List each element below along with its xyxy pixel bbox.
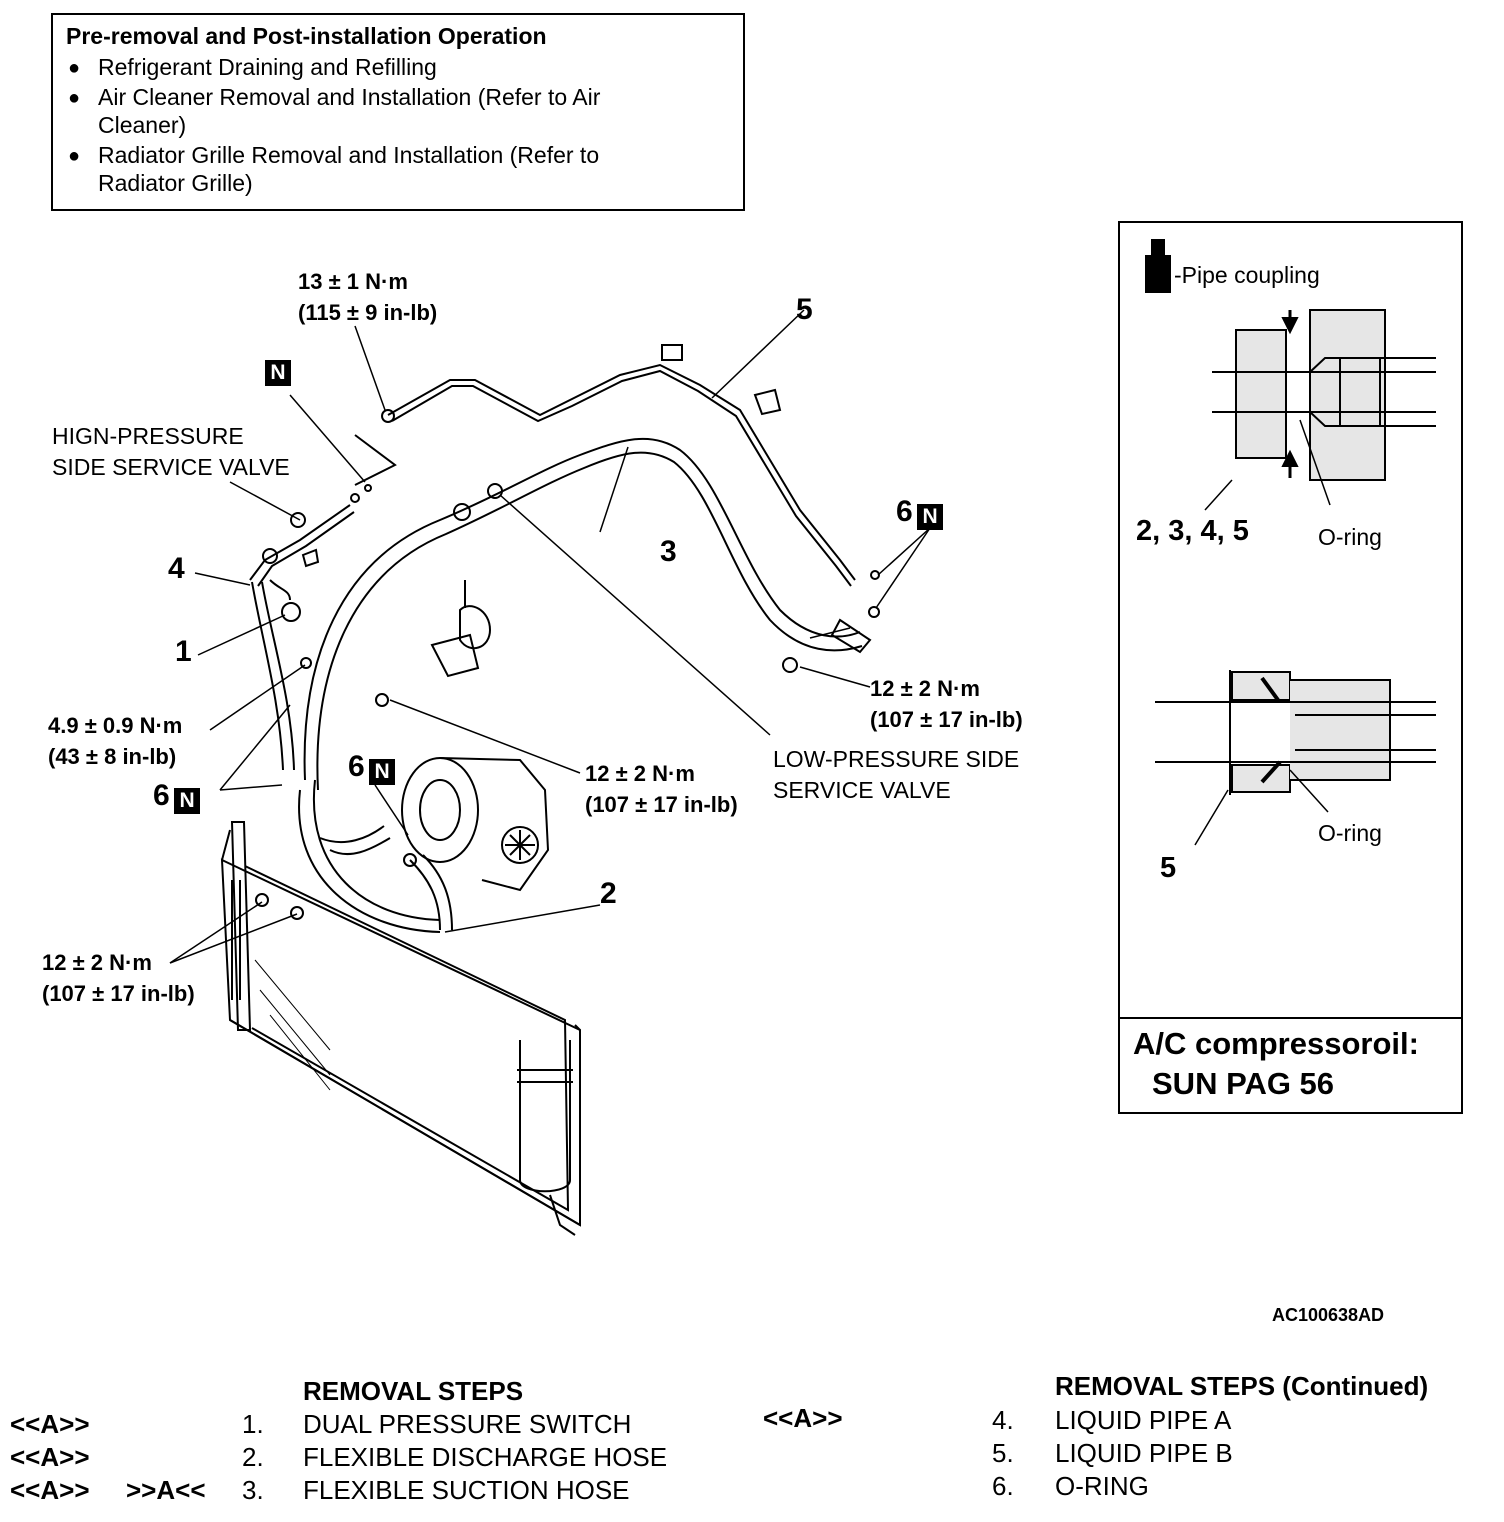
callout-4: 4 (168, 552, 185, 585)
callout-6-number: 6 (896, 495, 913, 528)
callout-6-number: 6 (153, 779, 170, 812)
torque-condenser-inlb: (107 ± 17 in-lb) (42, 981, 195, 1006)
step-1-name: DUAL PRESSURE SWITCH (303, 1409, 632, 1439)
high-pressure-valve-label: HIGN-PRESSURE (52, 423, 244, 449)
oring-label-bottom: O-ring (1318, 820, 1382, 846)
torque-suction-inlb: (107 ± 17 in-lb) (870, 707, 1023, 732)
n-mark-box: N (174, 787, 201, 814)
pre-removal-title: Pre-removal and Post-installation Operat… (66, 23, 547, 49)
pre-removal-item: Radiator Grille Removal and Installation… (98, 142, 600, 196)
compressor-oil-label: A/C compressoroil: (1133, 1026, 1419, 1061)
step-3-number: 3. (242, 1475, 264, 1505)
callout-2: 2 (600, 877, 617, 910)
step-4-number: 4. (992, 1405, 1014, 1435)
oring-label-top: O-ring (1318, 524, 1382, 550)
bullet: ● (68, 57, 81, 79)
pre-removal-item: Refrigerant Draining and Refilling (98, 54, 437, 80)
step-2-mark: <<A>> (10, 1442, 90, 1472)
step-3-mark: <<A>> (10, 1475, 90, 1505)
low-pressure-valve-label-2: SERVICE VALVE (773, 777, 951, 803)
liquid-pipe-b (387, 363, 856, 581)
inset-part-5: 5 (1160, 852, 1177, 884)
n-mark-box: N (917, 503, 944, 530)
torque-switch-nm: 4.9 ± 0.9 N·m (48, 713, 183, 738)
callout-1: 1 (175, 635, 192, 668)
torque-compressor-inlb: (107 ± 17 in-lb) (585, 792, 738, 817)
step-3-name: FLEXIBLE SUCTION HOSE (303, 1475, 630, 1505)
torque-liquid-pipe-b-inlb: (115 ± 9 in-lb) (298, 300, 438, 325)
bullet: ● (68, 87, 81, 109)
step-2-number: 2. (242, 1442, 264, 1472)
callout-6-right: 6 N (896, 495, 944, 530)
compressor-oil-type: SUN PAG 56 (1152, 1066, 1335, 1101)
step-4-mark: <<A>> (763, 1403, 843, 1433)
callout-5: 5 (796, 293, 813, 326)
step-5-name: LIQUID PIPE B (1055, 1438, 1233, 1468)
callout-6-middle: 6 N (348, 750, 396, 785)
pre-removal-item: Air Cleaner Removal and Installation (Re… (98, 84, 601, 138)
n-mark-box: N (265, 360, 291, 386)
inset-parts-ref: 2, 3, 4, 5 (1136, 515, 1249, 547)
inset-divider (1120, 1017, 1461, 1019)
callout-6-left: 6 N (153, 779, 201, 814)
pipe-coupling-inset (1118, 221, 1463, 1114)
torque-liquid-pipe-b-nm: 13 ± 1 N·m (298, 269, 408, 294)
high-pressure-valve-label-2: SIDE SERVICE VALVE (52, 454, 290, 480)
pipe-coupling-label: -Pipe coupling (1174, 262, 1320, 288)
torque-suction-nm: 12 ± 2 N·m (870, 676, 980, 701)
bullet: ● (68, 145, 81, 167)
step-1-number: 1. (242, 1409, 264, 1439)
torque-condenser-nm: 12 ± 2 N·m (42, 950, 152, 975)
step-6-number: 6. (992, 1471, 1014, 1501)
step-3-mark-2: >>A<< (126, 1475, 206, 1505)
step-2-name: FLEXIBLE DISCHARGE HOSE (303, 1442, 668, 1472)
step-1-mark: <<A>> (10, 1409, 90, 1439)
torque-compressor-nm: 12 ± 2 N·m (585, 761, 695, 786)
n-mark: N (265, 360, 291, 386)
removal-steps-continued-title: REMOVAL STEPS (Continued) (1055, 1371, 1429, 1401)
n-mark-box: N (369, 758, 396, 785)
callout-6-number: 6 (348, 750, 365, 783)
low-pressure-valve-label: LOW-PRESSURE SIDE (773, 746, 1020, 772)
step-6-name: O-RING (1055, 1471, 1149, 1501)
callout-3: 3 (660, 535, 677, 568)
removal-steps-title: REMOVAL STEPS (303, 1376, 524, 1406)
step-4-name: LIQUID PIPE A (1055, 1405, 1232, 1435)
figure-id: AC100638AD (1272, 1305, 1385, 1325)
step-5-number: 5. (992, 1438, 1014, 1468)
pre-removal-box: Pre-removal and Post-installation Operat… (51, 13, 745, 211)
torque-switch-inlb: (43 ± 8 in-lb) (48, 744, 177, 769)
